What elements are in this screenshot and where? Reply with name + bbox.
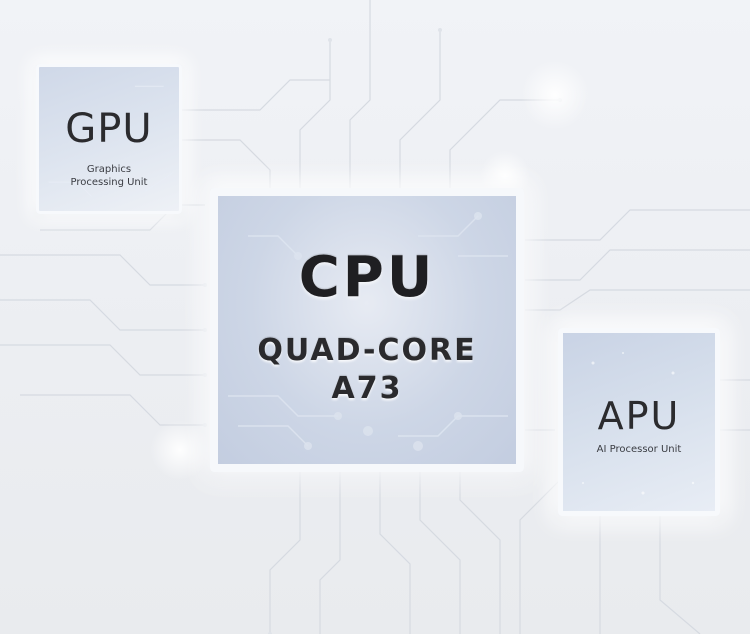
gpu-chip: GPU Graphics Processing Unit bbox=[36, 64, 182, 214]
apu-title: APU bbox=[597, 394, 681, 438]
gpu-subtitle-line2: Processing Unit bbox=[70, 177, 148, 188]
chip-texture bbox=[582, 352, 695, 495]
gpu-title: GPU bbox=[65, 106, 153, 152]
light-glow bbox=[520, 60, 590, 130]
chip-texture bbox=[48, 85, 174, 197]
cpu-title: CPU bbox=[298, 245, 436, 310]
apu-subtitle: AI Processor Unit bbox=[596, 444, 682, 455]
light-glow bbox=[150, 420, 210, 480]
apu-chip: APU AI Processor Unit bbox=[558, 328, 720, 516]
cpu-chip: CPU QUAD-CORE A73 bbox=[210, 188, 524, 472]
chip-texture bbox=[228, 212, 508, 451]
cpu-model-label: A73 bbox=[331, 371, 403, 406]
gpu-subtitle-line1: Graphics bbox=[86, 164, 132, 175]
cpu-core-label: QUAD-CORE bbox=[257, 333, 477, 368]
gpu-subtitle: Graphics Processing Unit bbox=[39, 163, 179, 189]
